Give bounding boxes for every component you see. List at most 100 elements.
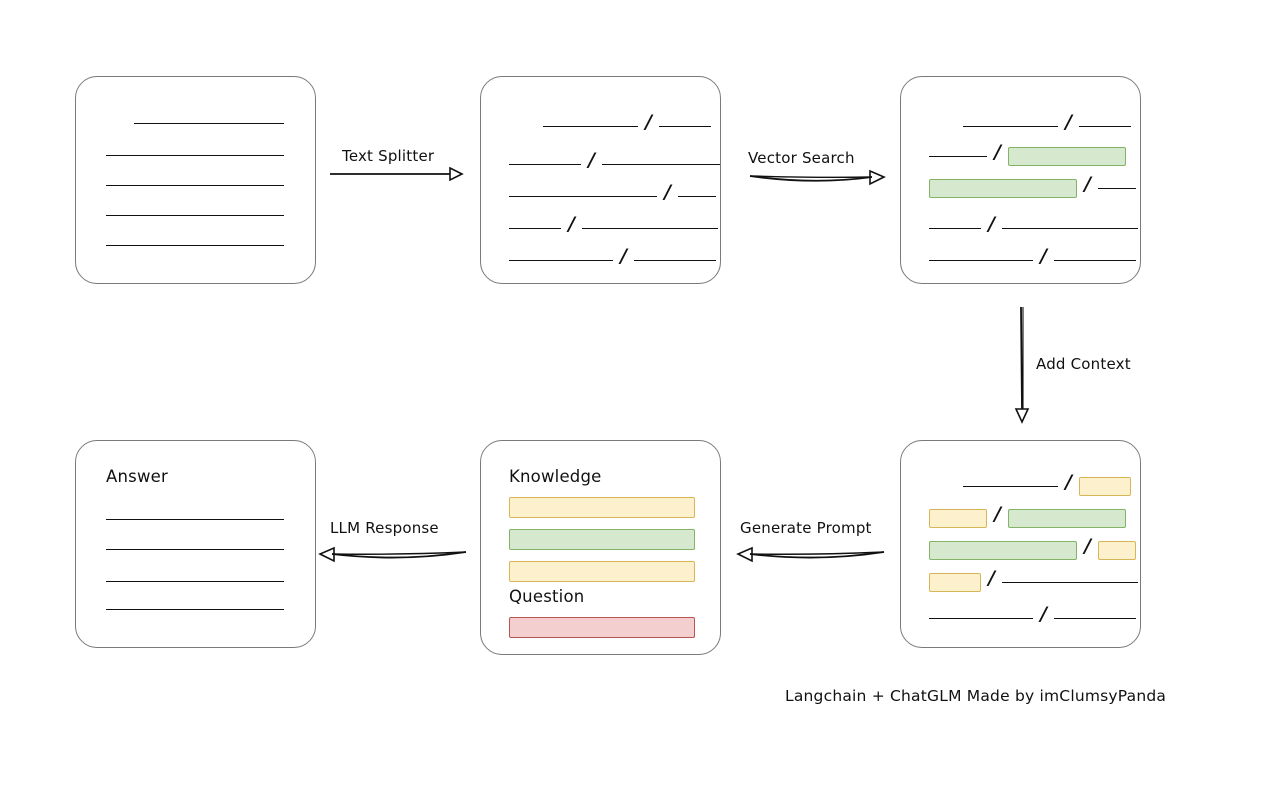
text-segment — [106, 609, 284, 610]
node-source-document[interactable] — [75, 76, 316, 284]
chunk-line: / — [929, 247, 1136, 270]
prompt-contents: Knowledge Question — [481, 441, 720, 654]
answer-line — [106, 519, 284, 520]
text-segment — [601, 164, 720, 165]
chunk-separator: / — [1040, 245, 1047, 267]
split-chunks-lines: / / / / / — [481, 77, 720, 283]
text-segment — [929, 618, 1033, 619]
chunk-line: / — [929, 537, 1136, 560]
chunk-separator: / — [620, 245, 627, 267]
text-segment — [633, 260, 716, 261]
text-segment — [929, 228, 981, 229]
add-context-arrow-icon — [1014, 306, 1030, 424]
node-vector-matches[interactable]: / / / / / — [900, 76, 1141, 284]
text-segment — [1001, 582, 1138, 583]
edge-label-text-splitter: Text Splitter — [342, 147, 435, 165]
answer-label: Answer — [106, 467, 168, 486]
chunk-line: / — [929, 175, 1136, 198]
edge-llm-response — [318, 542, 468, 570]
text-segment — [658, 126, 711, 127]
text-segment — [106, 155, 284, 156]
doc-line — [106, 215, 284, 216]
matched-chunk-highlight — [1007, 509, 1126, 528]
vector-matches-lines: / / / / / — [901, 77, 1140, 283]
generate-prompt-arrow-icon — [736, 546, 885, 563]
chunk-separator: / — [988, 567, 995, 589]
knowledge-bar — [509, 561, 695, 582]
chunk-line: / — [509, 215, 718, 238]
answer-line — [106, 581, 284, 582]
text-segment — [1001, 228, 1138, 229]
chunk-line: / — [543, 113, 711, 136]
llm-response-arrow-icon — [318, 546, 467, 563]
text-segment — [509, 260, 613, 261]
chunk-separator: / — [1065, 111, 1072, 133]
text-segment — [509, 196, 657, 197]
chunk-separator: / — [588, 149, 595, 171]
answer-line — [106, 549, 284, 550]
node-answer[interactable]: Answer — [75, 440, 316, 648]
chunk-line: / — [929, 505, 1126, 528]
knowledge-bar — [509, 529, 695, 550]
text-segment — [106, 581, 284, 582]
context-chunk-highlight — [929, 509, 987, 528]
chunk-line: / — [963, 113, 1131, 136]
matched-chunk-highlight — [929, 179, 1077, 198]
text-splitter-arrow-icon — [330, 166, 464, 182]
doc-line — [106, 185, 284, 186]
text-segment — [1053, 260, 1136, 261]
edge-label-add-context: Add Context — [1036, 355, 1131, 373]
doc-line — [106, 245, 284, 246]
text-segment — [543, 126, 638, 127]
chunk-line: / — [929, 569, 1138, 592]
context-chunk-highlight — [929, 573, 981, 592]
chunk-separator: / — [645, 111, 652, 133]
vector-search-arrow-icon — [749, 169, 886, 186]
text-segment — [134, 123, 284, 124]
knowledge-bar — [509, 497, 695, 518]
answer-contents: Answer — [76, 441, 315, 647]
node-split-chunks[interactable]: / / / / / — [480, 76, 721, 284]
answer-line — [106, 609, 284, 610]
edge-add-context — [1010, 305, 1040, 425]
chunk-separator: / — [994, 141, 1001, 163]
chunk-line: / — [509, 151, 720, 174]
node-context-chunks[interactable]: / / / / / — [900, 440, 1141, 648]
chunk-separator: / — [1065, 471, 1072, 493]
text-segment — [1078, 126, 1131, 127]
text-segment — [963, 486, 1058, 487]
text-segment — [106, 215, 284, 216]
text-segment — [1053, 618, 1136, 619]
diagram-footer-credit: Langchain + ChatGLM Made by imClumsyPand… — [785, 687, 1167, 705]
text-segment — [1097, 188, 1136, 189]
edge-label-vector-search: Vector Search — [748, 149, 855, 167]
edge-vector-search — [748, 164, 888, 192]
context-chunks-lines: / / / / / — [901, 441, 1140, 647]
chunk-line: / — [509, 183, 716, 206]
edge-generate-prompt — [736, 542, 886, 570]
prompt-section-label-question: Question — [509, 587, 585, 606]
chunk-line: / — [963, 473, 1131, 496]
doc-line — [106, 155, 284, 156]
text-segment — [509, 228, 561, 229]
chunk-separator: / — [1084, 173, 1091, 195]
text-segment — [106, 549, 284, 550]
text-segment — [106, 245, 284, 246]
text-segment — [106, 519, 284, 520]
text-segment — [963, 126, 1058, 127]
chunk-line: / — [509, 247, 716, 270]
context-chunk-highlight — [1078, 477, 1131, 496]
chunk-separator: / — [664, 181, 671, 203]
chunk-separator: / — [994, 503, 1001, 525]
prompt-section-label-knowledge: Knowledge — [509, 467, 602, 486]
chunk-separator: / — [568, 213, 575, 235]
edge-text-splitter — [328, 160, 468, 188]
node-prompt[interactable]: Knowledge Question — [480, 440, 721, 655]
text-segment — [509, 164, 581, 165]
text-segment — [581, 228, 718, 229]
text-segment — [677, 196, 716, 197]
text-segment — [929, 156, 987, 157]
doc-line — [134, 123, 284, 124]
matched-chunk-highlight — [929, 541, 1077, 560]
